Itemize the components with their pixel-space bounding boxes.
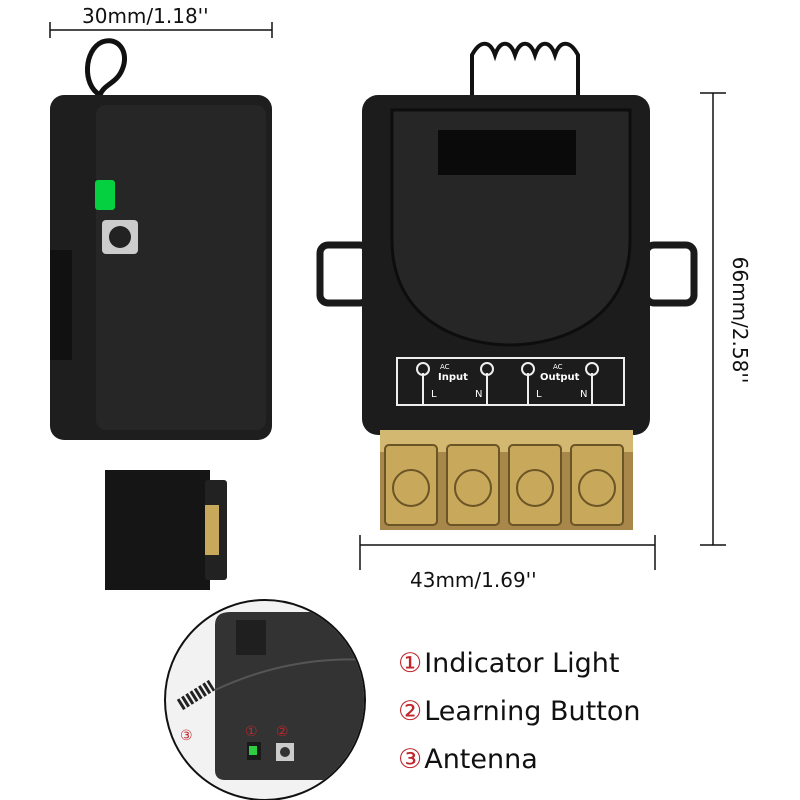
terminal-label-box bbox=[396, 357, 625, 406]
mounting-tab-left bbox=[316, 241, 372, 307]
legend-number: ② bbox=[398, 696, 423, 727]
marker-antenna: ③ bbox=[180, 728, 193, 744]
width-dimension-label: 30mm/1.18'' bbox=[82, 4, 209, 28]
plug-connector bbox=[105, 470, 210, 590]
legend-label: Antenna bbox=[424, 744, 538, 775]
indicator-light bbox=[95, 180, 115, 210]
marker-indicator: ① bbox=[245, 724, 258, 740]
height-dimension-line bbox=[700, 92, 726, 546]
legend-item-learning-button: ②Learning Button bbox=[398, 696, 640, 727]
input-ac-label: AC bbox=[440, 363, 450, 371]
output-n-label: N bbox=[580, 389, 588, 400]
legend-label: Learning Button bbox=[424, 696, 641, 727]
mounting-tab-right bbox=[642, 241, 698, 307]
side-view-device bbox=[50, 38, 272, 590]
legend-item-indicator-light: ①Indicator Light bbox=[398, 648, 620, 679]
detail-inset bbox=[164, 599, 366, 800]
antenna-loop bbox=[85, 38, 127, 98]
output-l-label: L bbox=[536, 389, 542, 400]
legend-number: ③ bbox=[398, 744, 423, 775]
depth-dimension-label: 43mm/1.69'' bbox=[410, 568, 537, 592]
antenna-coil-detail bbox=[176, 679, 216, 711]
input-label: Input bbox=[438, 372, 468, 383]
input-l-label: L bbox=[431, 389, 437, 400]
depth-dimension-line bbox=[359, 535, 656, 570]
legend-item-antenna: ③Antenna bbox=[398, 744, 538, 775]
output-label: Output bbox=[540, 372, 580, 383]
height-dimension-label: 66mm/2.58'' bbox=[728, 256, 752, 384]
legend-number: ① bbox=[398, 648, 423, 679]
width-dimension-line bbox=[49, 22, 273, 38]
label-window bbox=[438, 130, 576, 175]
output-ac-label: AC bbox=[553, 363, 563, 371]
legend-label: Indicator Light bbox=[424, 648, 620, 679]
indicator-light-detail bbox=[249, 746, 257, 755]
marker-button: ② bbox=[276, 724, 289, 740]
antenna-coil bbox=[470, 41, 580, 95]
front-view-device bbox=[316, 41, 698, 530]
input-n-label: N bbox=[475, 389, 483, 400]
